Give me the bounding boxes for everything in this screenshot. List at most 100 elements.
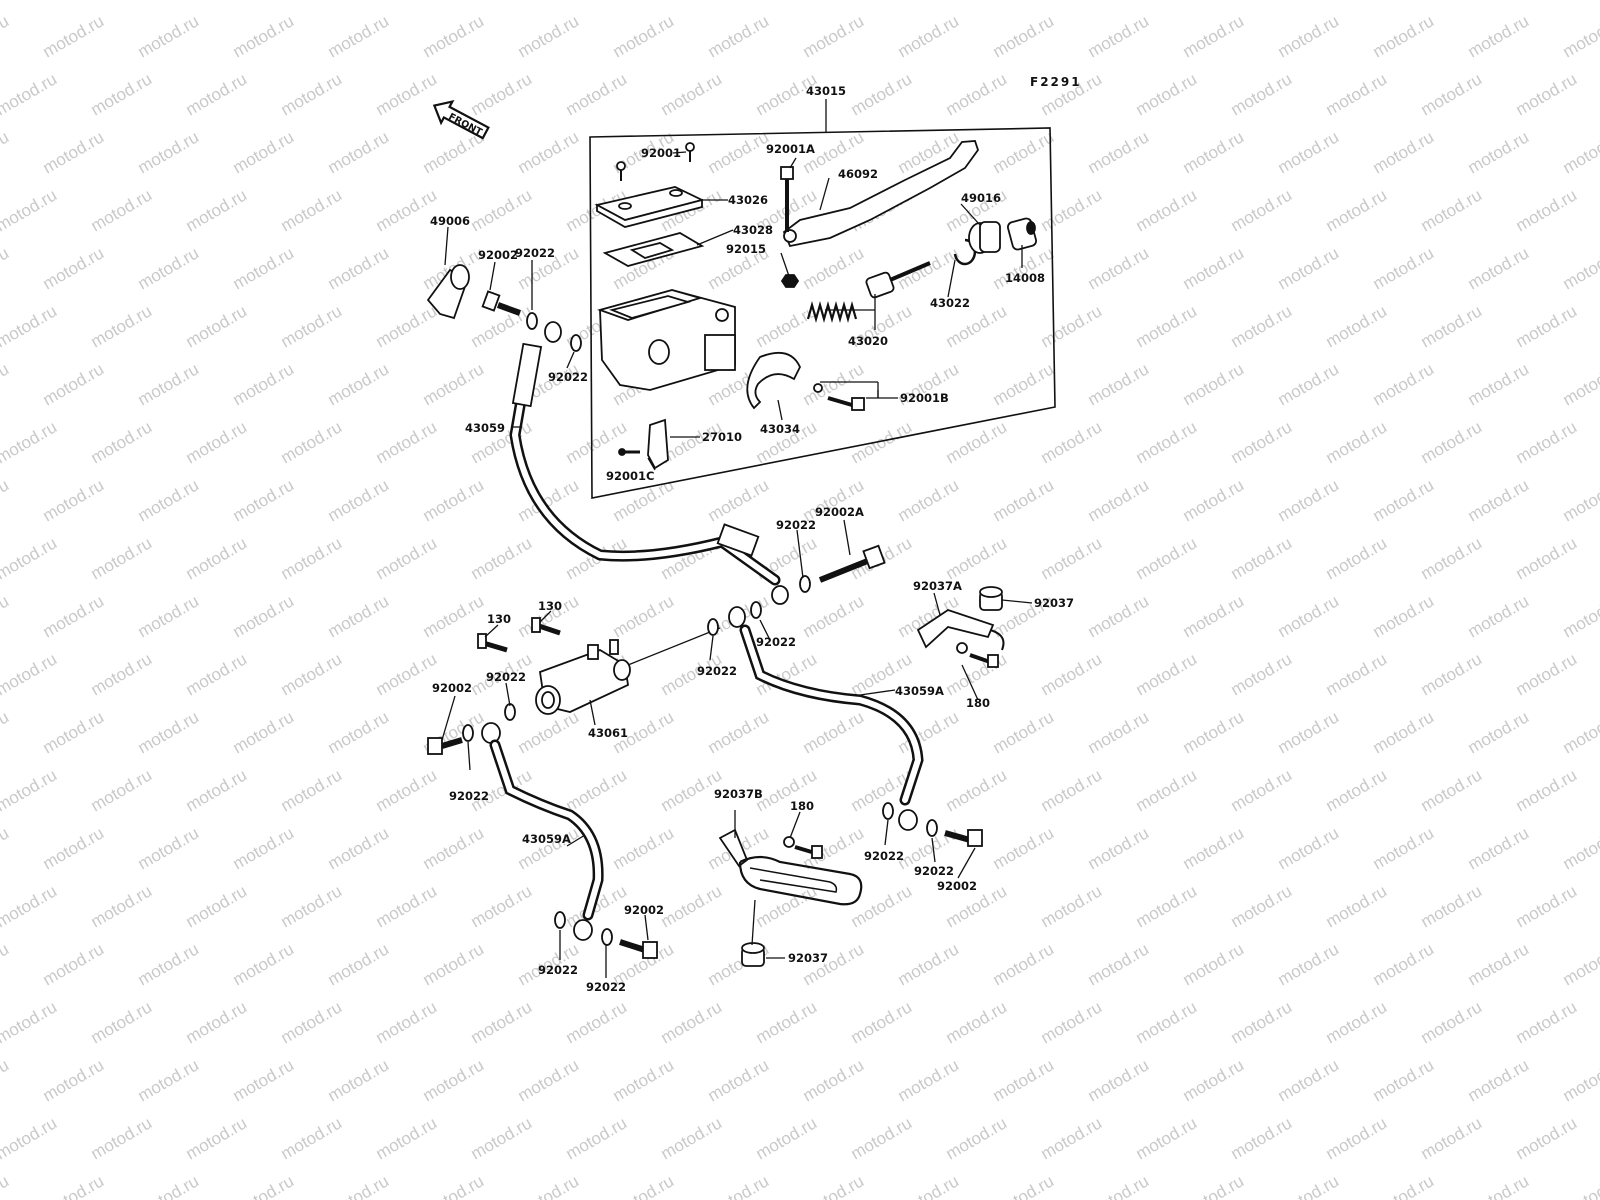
watermark-text: motod.ru [753,1113,821,1163]
label-43059: 43059 [465,421,505,435]
watermark-text: motod.ru [1370,823,1438,873]
watermark-text: motod.ru [325,707,393,757]
watermark-text: motod.ru [40,359,108,409]
label-92001C: 92001C [606,469,654,483]
watermark-text: motod.ru [1038,301,1106,351]
watermark-text: motod.ru [135,127,203,177]
watermark-text: motod.ru [0,185,60,235]
watermark-text: motod.ru [230,127,298,177]
watermark-text: motod.ru [420,475,488,525]
watermark-text: motod.ru [88,881,156,931]
watermark-text: motod.ru [1323,997,1391,1047]
watermark-text: motod.ru [1513,301,1581,351]
watermark-text: motod.ru [135,591,203,641]
watermark-text: motod.ru [1180,127,1248,177]
watermark-text: motod.ru [848,417,916,467]
washer [926,819,938,837]
watermark-text: motod.ru [0,591,12,641]
watermark-text: motod.ru [1370,127,1438,177]
washer [462,724,474,742]
watermark-text: motod.ru [1085,127,1153,177]
watermark-text: motod.ru [1560,823,1600,873]
watermark-text: motod.ru [800,11,868,61]
part-labels: 43015 92001 92001A 46092 43026 43028 490… [430,84,1074,994]
watermark-text: motod.ru [1370,1171,1438,1200]
watermark-text: motod.ru [1038,0,1106,3]
watermark-text: motod.ru [1180,591,1248,641]
watermark-text: motod.ru [40,11,108,61]
watermark-text: motod.ru [1085,823,1153,873]
watermark-text: motod.ru [373,649,441,699]
watermark-text: motod.ru [0,243,12,293]
watermark-text: motod.ru [610,1171,678,1200]
watermark-text: motod.ru [135,1055,203,1105]
pushrod-cap [1007,217,1037,251]
watermark-text: motod.ru [1560,243,1600,293]
watermark-text: motod.ru [183,1113,251,1163]
watermark-text: motod.ru [563,417,631,467]
label-92022-r1: 92022 [864,849,904,863]
label-92015: 92015 [726,242,766,256]
watermark-text: motod.ru [1133,997,1201,1047]
watermark-text: motod.ru [1180,475,1248,525]
watermark-text: motod.ru [563,765,631,815]
watermark-text: motod.ru [1228,185,1296,235]
watermark-text: motod.ru [1180,11,1248,61]
label-92022-mid: 92022 [776,518,816,532]
watermark-text: motod.ru [0,707,12,757]
watermark-text: motod.ru [563,997,631,1047]
watermark-text: motod.ru [1323,1113,1391,1163]
label-92022-b1: 92022 [538,963,578,977]
watermark-text: motod.ru [325,1055,393,1105]
watermark-text: motod.ru [990,1055,1058,1105]
label-92022-b2: 92022 [586,980,626,994]
watermark-text: motod.ru [40,707,108,757]
watermark-text: motod.ru [1275,591,1343,641]
watermark-text: motod.ru [0,997,60,1047]
label-43022: 43022 [930,296,970,310]
watermark-text: motod.ru [373,997,441,1047]
watermark-text: motod.ru [183,185,251,235]
watermark-text: motod.ru [943,533,1011,583]
watermark-text: motod.ru [1133,1113,1201,1163]
watermark-text: motod.ru [373,417,441,467]
watermark-text: motod.ru [990,11,1058,61]
watermark-text: motod.ru [800,1171,868,1200]
watermark-text: motod.ru [230,1171,298,1200]
label-92022-j2: 92022 [697,664,737,678]
watermark-text: motod.ru [278,649,346,699]
watermark-text: motod.ru [278,301,346,351]
watermark-text: motod.ru [1513,649,1581,699]
watermark-text: motod.ru [183,649,251,699]
watermark-text: motod.ru [40,243,108,293]
watermark-text: motod.ru [1180,359,1248,409]
watermark-text: motod.ru [895,1055,963,1105]
watermark-text: motod.ru [0,533,60,583]
washer [799,575,811,593]
watermark-text: motod.ru [1228,1113,1296,1163]
piston-spring [806,300,858,324]
watermark-text: motod.ru [1275,475,1343,525]
watermark-text: motod.ru [658,997,726,1047]
watermark-text: motod.ru [990,939,1058,989]
watermark-text: motod.ru [278,1113,346,1163]
banjo-fitting-lower [771,585,789,605]
watermark-text: motod.ru [515,1171,583,1200]
label-92001B: 92001B [900,391,949,405]
watermark-text: motod.ru [88,301,156,351]
watermark-text: motod.ru [1228,417,1296,467]
watermark-text: motod.ru [1465,939,1533,989]
watermark-text: motod.ru [0,11,12,61]
watermark-text: motod.ru [1180,707,1248,757]
watermark-text: motod.ru [325,359,393,409]
watermark-text: motod.ru [1133,69,1201,119]
watermark-text: motod.ru [1085,591,1153,641]
watermark-text: motod.ru [705,1171,773,1200]
watermark-text: motod.ru [1418,417,1486,467]
watermark-text: motod.ru [1085,475,1153,525]
watermark-text: motod.ru [1465,1055,1533,1105]
washer [554,911,566,929]
watermark-text: motod.ru [88,533,156,583]
label-43026: 43026 [728,193,768,207]
